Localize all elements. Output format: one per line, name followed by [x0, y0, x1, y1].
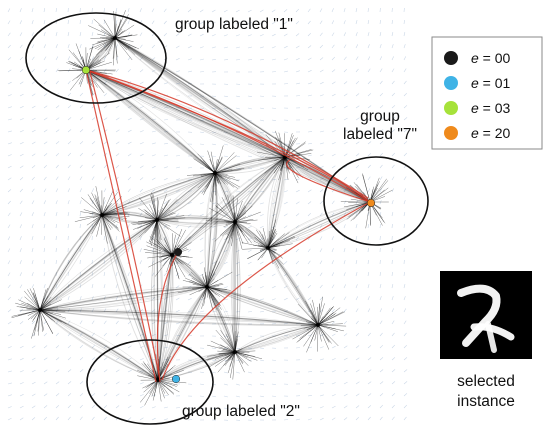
cluster-burst [74, 186, 130, 244]
epoch-markers [81, 65, 376, 384]
instance-trajectory [85, 69, 373, 383]
legend-label-e03: e = 03 [471, 100, 511, 116]
group-2-annotation: group labeled "2" [182, 403, 300, 420]
legend-marker-e00 [444, 51, 458, 65]
legend-marker-e20 [444, 126, 458, 140]
cluster-burst [206, 194, 261, 250]
cluster-burst [186, 145, 245, 203]
group-7-annotation-line1: group [360, 108, 400, 125]
cluster-burst [130, 192, 186, 247]
legend-label-e00: e = 00 [471, 50, 511, 66]
legend: e = 00 e = 01 e = 03 e = 20 [431, 36, 543, 150]
group-1-annotation: group labeled "1" [175, 16, 293, 33]
group-1-ellipse [25, 12, 167, 104]
cluster-burst [241, 219, 296, 269]
epoch-marker-e01 [171, 374, 181, 384]
legend-marker-e01 [444, 76, 458, 90]
instance-caption-line1: selected [457, 373, 515, 390]
selected-instance-image [440, 271, 532, 359]
cluster-burst [11, 287, 67, 339]
group-7-ellipse [323, 156, 429, 246]
epoch-marker-e20 [366, 198, 376, 208]
group-2-ellipse [86, 339, 214, 425]
cluster-burst [88, 10, 140, 66]
legend-marker-e03 [444, 101, 458, 115]
instance-caption-line2: instance [457, 393, 515, 410]
cluster-burst [292, 296, 347, 353]
epoch-marker-e03 [81, 65, 91, 75]
legend-label-e20: e = 20 [471, 125, 511, 141]
epoch-marker-e00 [173, 247, 183, 257]
group-7-annotation-line2: labeled "7" [343, 126, 417, 143]
cluster-burst [206, 324, 263, 380]
legend-label-e01: e = 01 [471, 75, 511, 91]
cluster-burst [177, 260, 233, 311]
